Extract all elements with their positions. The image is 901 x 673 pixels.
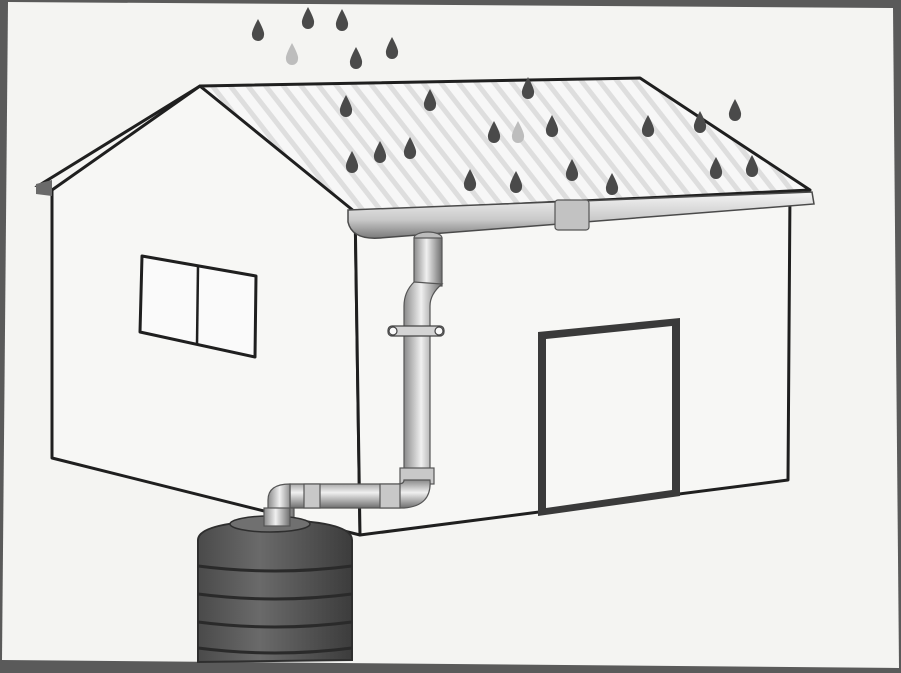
door	[538, 318, 680, 516]
gutter-joint	[555, 200, 589, 230]
water-tank	[198, 508, 352, 662]
pipe-clamp	[388, 326, 444, 336]
tank-inlet	[264, 508, 290, 526]
